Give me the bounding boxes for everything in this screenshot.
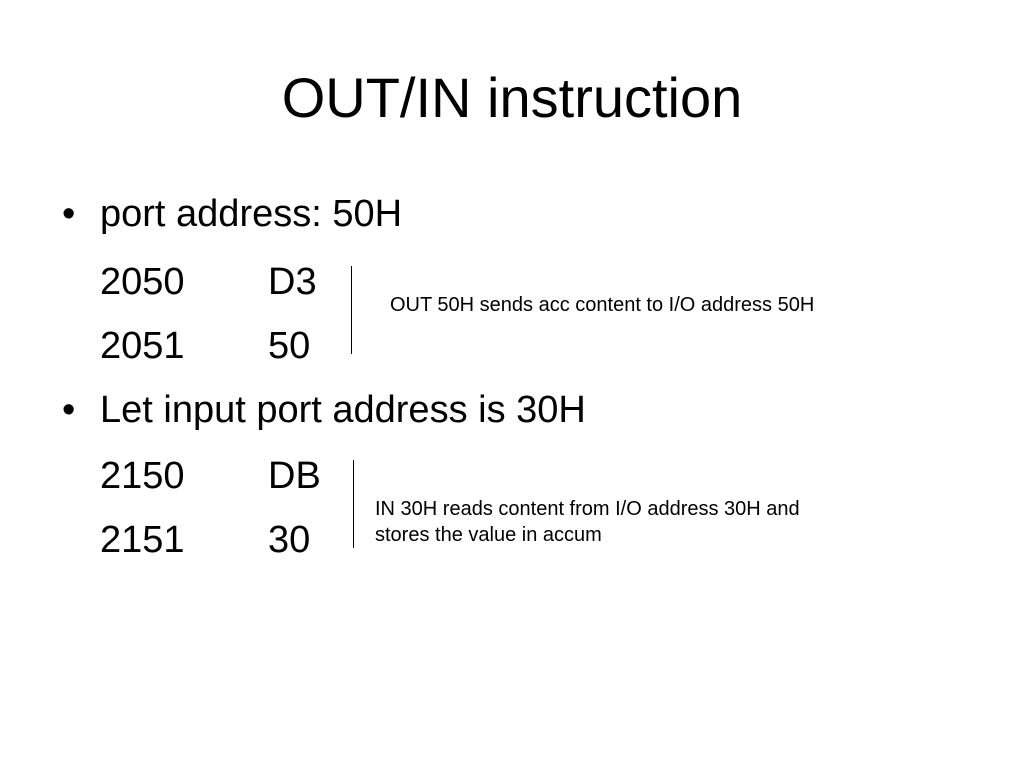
code-address-2051: 2051: [100, 325, 185, 367]
code-address-2151: 2151: [100, 519, 185, 561]
code-address-2150: 2150: [100, 455, 185, 497]
bracket-line-in: [353, 460, 354, 548]
in-note-line-1: IN 30H reads content from I/O address 30…: [375, 498, 800, 520]
code-opcode-db: DB: [268, 455, 321, 497]
bullet-icon: •: [62, 389, 76, 431]
bracket-line-out: [351, 266, 352, 354]
in-note-line-2: stores the value in accum: [375, 524, 602, 546]
bullet-port-address: port address: 50H: [100, 193, 403, 235]
code-address-2050: 2050: [100, 261, 185, 303]
slide-title: OUT/IN instruction: [281, 66, 743, 129]
bullet-input-port: Let input port address is 30H: [100, 389, 586, 431]
bullet-icon: •: [62, 193, 76, 235]
code-opcode-d3: D3: [268, 261, 317, 303]
code-opcode-50: 50: [268, 325, 311, 367]
out-note: OUT 50H sends acc content to I/O address…: [390, 294, 815, 316]
code-opcode-30: 30: [268, 519, 311, 561]
